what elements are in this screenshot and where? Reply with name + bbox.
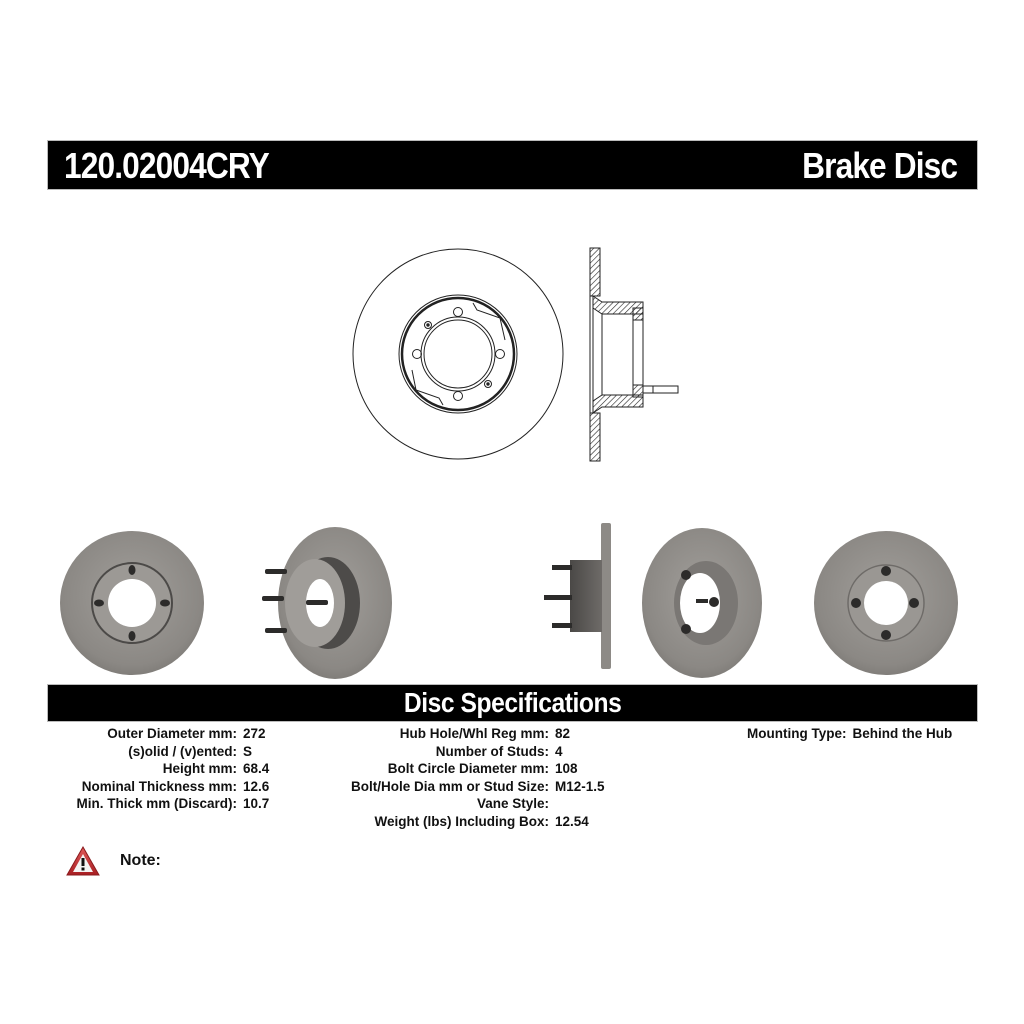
spec-row-height: Height mm:68.4: [162, 761, 270, 776]
specs-column-3: Mounting Type:Behind the Hub: [747, 725, 952, 743]
spec-row-solid-vented: (s)olid / (v)ented:S: [128, 743, 253, 759]
spec-row-mounting-type: Mounting Type:Behind the Hub: [747, 726, 953, 741]
specs-column-1: Outer Diameter mm:272 (s)olid / (v)ented…: [46, 725, 269, 813]
spec-row-hub-hole: Hub Hole/Whl Reg mm:82: [399, 726, 571, 741]
spec-row-weight: Weight (lbs) Including Box:12.54: [374, 813, 589, 829]
cross-section-drawing: [589, 247, 679, 462]
photo-angled-hat-view: [262, 527, 392, 679]
spec-row-number-of-studs: Number of Studs:4: [435, 743, 563, 759]
spec-row-min-thickness: Min. Thick mm (Discard):10.7: [76, 796, 270, 811]
note-section: Note:: [66, 846, 161, 876]
spec-row-outer-diameter: Outer Diameter mm:272: [107, 726, 266, 741]
part-number: 120.02004CRY: [64, 145, 270, 186]
product-photos: [60, 523, 958, 679]
photo-side-profile-view: [544, 523, 611, 669]
photo-front-view: [60, 531, 204, 675]
spec-row-vane-style: Vane Style:: [476, 796, 549, 811]
front-view-drawing: [352, 248, 564, 460]
spec-row-nominal-thickness: Nominal Thickness mm:12.6: [81, 778, 270, 794]
technical-drawing: [352, 247, 679, 462]
specifications-bar: Disc Specifications: [47, 684, 978, 722]
spec-row-bolt-circle: Bolt Circle Diameter mm:108: [387, 761, 578, 776]
specifications-title: Disc Specifications: [403, 687, 622, 718]
title-bar: 120.02004CRY Brake Disc: [47, 140, 978, 190]
warning-triangle-icon: [66, 846, 100, 876]
photo-angled-back-view: [642, 528, 762, 678]
specs-column-2: Hub Hole/Whl Reg mm:82 Number of Studs:4…: [344, 725, 605, 830]
photo-back-view: [814, 531, 958, 675]
spec-row-stud-size: Bolt/Hole Dia mm or Stud Size:M12-1.5: [350, 778, 605, 794]
product-type: Brake Disc: [802, 145, 958, 186]
note-label: Note:: [120, 852, 161, 869]
